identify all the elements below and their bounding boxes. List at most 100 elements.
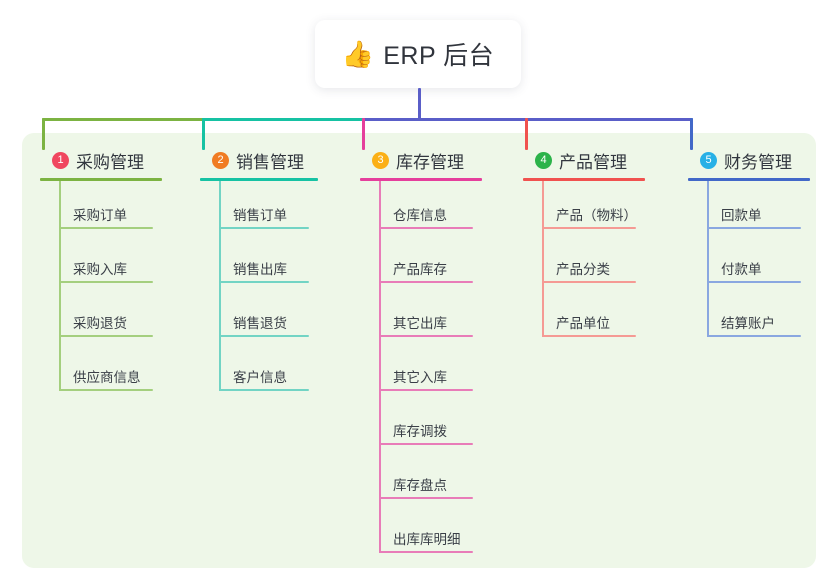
leaf-item-label: 付款单 bbox=[721, 262, 762, 277]
branch-2: 2 销售管理销售订单销售出库销售退货客户信息 bbox=[200, 148, 358, 397]
branch-items: 销售订单销售出库销售退货客户信息 bbox=[200, 181, 358, 397]
branch-drop-line-5 bbox=[690, 118, 693, 150]
leaf-item[interactable]: 采购退货 bbox=[40, 289, 202, 343]
leaf-item[interactable]: 产品单位 bbox=[523, 289, 685, 343]
branch-title: 销售管理 bbox=[236, 152, 304, 172]
leaf-item-underline bbox=[59, 389, 153, 391]
branch-underline bbox=[523, 178, 645, 181]
leaf-item[interactable]: 付款单 bbox=[688, 235, 839, 289]
leaf-item-underline bbox=[59, 335, 153, 337]
bus-segment-4 bbox=[525, 118, 693, 121]
leaf-item-underline bbox=[379, 227, 473, 229]
leaf-item-label: 产品分类 bbox=[556, 262, 610, 277]
bus-segment-1 bbox=[42, 118, 205, 121]
leaf-item[interactable]: 回款单 bbox=[688, 181, 839, 235]
branch-header-1[interactable]: 1 采购管理 bbox=[40, 148, 202, 172]
branch-header-3[interactable]: 3 库存管理 bbox=[360, 148, 522, 172]
leaf-item-label: 销售订单 bbox=[233, 208, 287, 223]
leaf-item-underline bbox=[707, 227, 801, 229]
leaf-item-label: 出库库明细 bbox=[393, 532, 461, 547]
leaf-item[interactable]: 产品库存 bbox=[360, 235, 522, 289]
branch-underline bbox=[200, 178, 318, 181]
leaf-item-label: 产品单位 bbox=[556, 316, 610, 331]
leaf-item[interactable]: 其它出库 bbox=[360, 289, 522, 343]
leaf-item[interactable]: 结算账户 bbox=[688, 289, 839, 343]
branch-number-badge: 2 bbox=[212, 151, 229, 169]
leaf-item[interactable]: 采购订单 bbox=[40, 181, 202, 235]
leaf-item[interactable]: 供应商信息 bbox=[40, 343, 202, 397]
leaf-item[interactable]: 库存盘点 bbox=[360, 451, 522, 505]
leaf-item-underline bbox=[379, 551, 473, 553]
leaf-item-label: 采购入库 bbox=[73, 262, 127, 277]
leaf-item-underline bbox=[707, 281, 801, 283]
branch-title: 产品管理 bbox=[559, 152, 627, 172]
branch-items: 回款单付款单结算账户 bbox=[688, 181, 839, 343]
branch-underline bbox=[360, 178, 482, 181]
branch-header-2[interactable]: 2 销售管理 bbox=[200, 148, 358, 172]
branch-drop-line-2 bbox=[202, 118, 205, 150]
thumbs-up-icon: 👍 bbox=[341, 39, 375, 69]
leaf-item-label: 产品库存 bbox=[393, 262, 447, 277]
leaf-item-underline bbox=[542, 335, 636, 337]
leaf-item[interactable]: 客户信息 bbox=[200, 343, 358, 397]
leaf-item-underline bbox=[379, 281, 473, 283]
root-node-title: ERP 后台 bbox=[383, 42, 495, 70]
leaf-item-underline bbox=[542, 227, 636, 229]
branch-items: 采购订单采购入库采购退货供应商信息 bbox=[40, 181, 202, 397]
leaf-item-label: 其它入库 bbox=[393, 370, 447, 385]
branch-underline bbox=[40, 178, 162, 181]
branch-spine-line bbox=[59, 181, 61, 391]
leaf-item-label: 销售退货 bbox=[233, 316, 287, 331]
leaf-item[interactable]: 产品分类 bbox=[523, 235, 685, 289]
leaf-item-label: 结算账户 bbox=[721, 316, 775, 331]
branch-drop-line-1 bbox=[42, 118, 45, 150]
branch-header-4[interactable]: 4 产品管理 bbox=[523, 148, 685, 172]
leaf-item-label: 其它出库 bbox=[393, 316, 447, 331]
branch-spine-line bbox=[379, 181, 381, 553]
leaf-item[interactable]: 采购入库 bbox=[40, 235, 202, 289]
branch-title: 库存管理 bbox=[396, 152, 464, 172]
leaf-item[interactable]: 销售退货 bbox=[200, 289, 358, 343]
branch-number-badge: 4 bbox=[535, 151, 552, 169]
branch-spine-line bbox=[707, 181, 709, 337]
branch-1: 1 采购管理采购订单采购入库采购退货供应商信息 bbox=[40, 148, 202, 397]
leaf-item-underline bbox=[379, 497, 473, 499]
branch-underline bbox=[688, 178, 810, 181]
leaf-item[interactable]: 销售出库 bbox=[200, 235, 358, 289]
leaf-item-label: 采购退货 bbox=[73, 316, 127, 331]
leaf-item[interactable]: 其它入库 bbox=[360, 343, 522, 397]
branch-drop-line-4 bbox=[525, 118, 528, 150]
leaf-item[interactable]: 出库库明细 bbox=[360, 505, 522, 559]
leaf-item-label: 采购订单 bbox=[73, 208, 127, 223]
branch-3: 3 库存管理仓库信息产品库存其它出库其它入库库存调拨库存盘点出库库明细 bbox=[360, 148, 522, 559]
leaf-item[interactable]: 库存调拨 bbox=[360, 397, 522, 451]
leaf-item-underline bbox=[219, 281, 309, 283]
leaf-item-underline bbox=[707, 335, 801, 337]
leaf-item-label: 回款单 bbox=[721, 208, 762, 223]
leaf-item[interactable]: 销售订单 bbox=[200, 181, 358, 235]
root-node[interactable]: 👍 ERP 后台 bbox=[315, 20, 521, 88]
root-trunk-line bbox=[418, 88, 421, 121]
diagram-background-panel bbox=[22, 133, 816, 568]
bus-segment-2 bbox=[202, 118, 365, 121]
leaf-item-underline bbox=[59, 227, 153, 229]
branch-number-badge: 1 bbox=[52, 151, 69, 169]
leaf-item-underline bbox=[379, 389, 473, 391]
branch-number-badge: 5 bbox=[700, 151, 717, 169]
branch-drop-line-3 bbox=[362, 118, 365, 150]
leaf-item-label: 库存盘点 bbox=[393, 478, 447, 493]
branch-4: 4 产品管理产品（物料） 产品分类产品单位 bbox=[523, 148, 685, 343]
branch-title: 采购管理 bbox=[76, 152, 144, 172]
branch-items: 产品（物料） 产品分类产品单位 bbox=[523, 181, 685, 343]
leaf-item-label: 库存调拨 bbox=[393, 424, 447, 439]
leaf-item-label: 产品（物料） bbox=[556, 208, 637, 223]
leaf-item[interactable]: 仓库信息 bbox=[360, 181, 522, 235]
leaf-item[interactable]: 产品（物料） bbox=[523, 181, 685, 235]
branch-number-badge: 3 bbox=[372, 151, 389, 169]
leaf-item-underline bbox=[542, 281, 636, 283]
leaf-item-underline bbox=[379, 443, 473, 445]
branch-items: 仓库信息产品库存其它出库其它入库库存调拨库存盘点出库库明细 bbox=[360, 181, 522, 559]
